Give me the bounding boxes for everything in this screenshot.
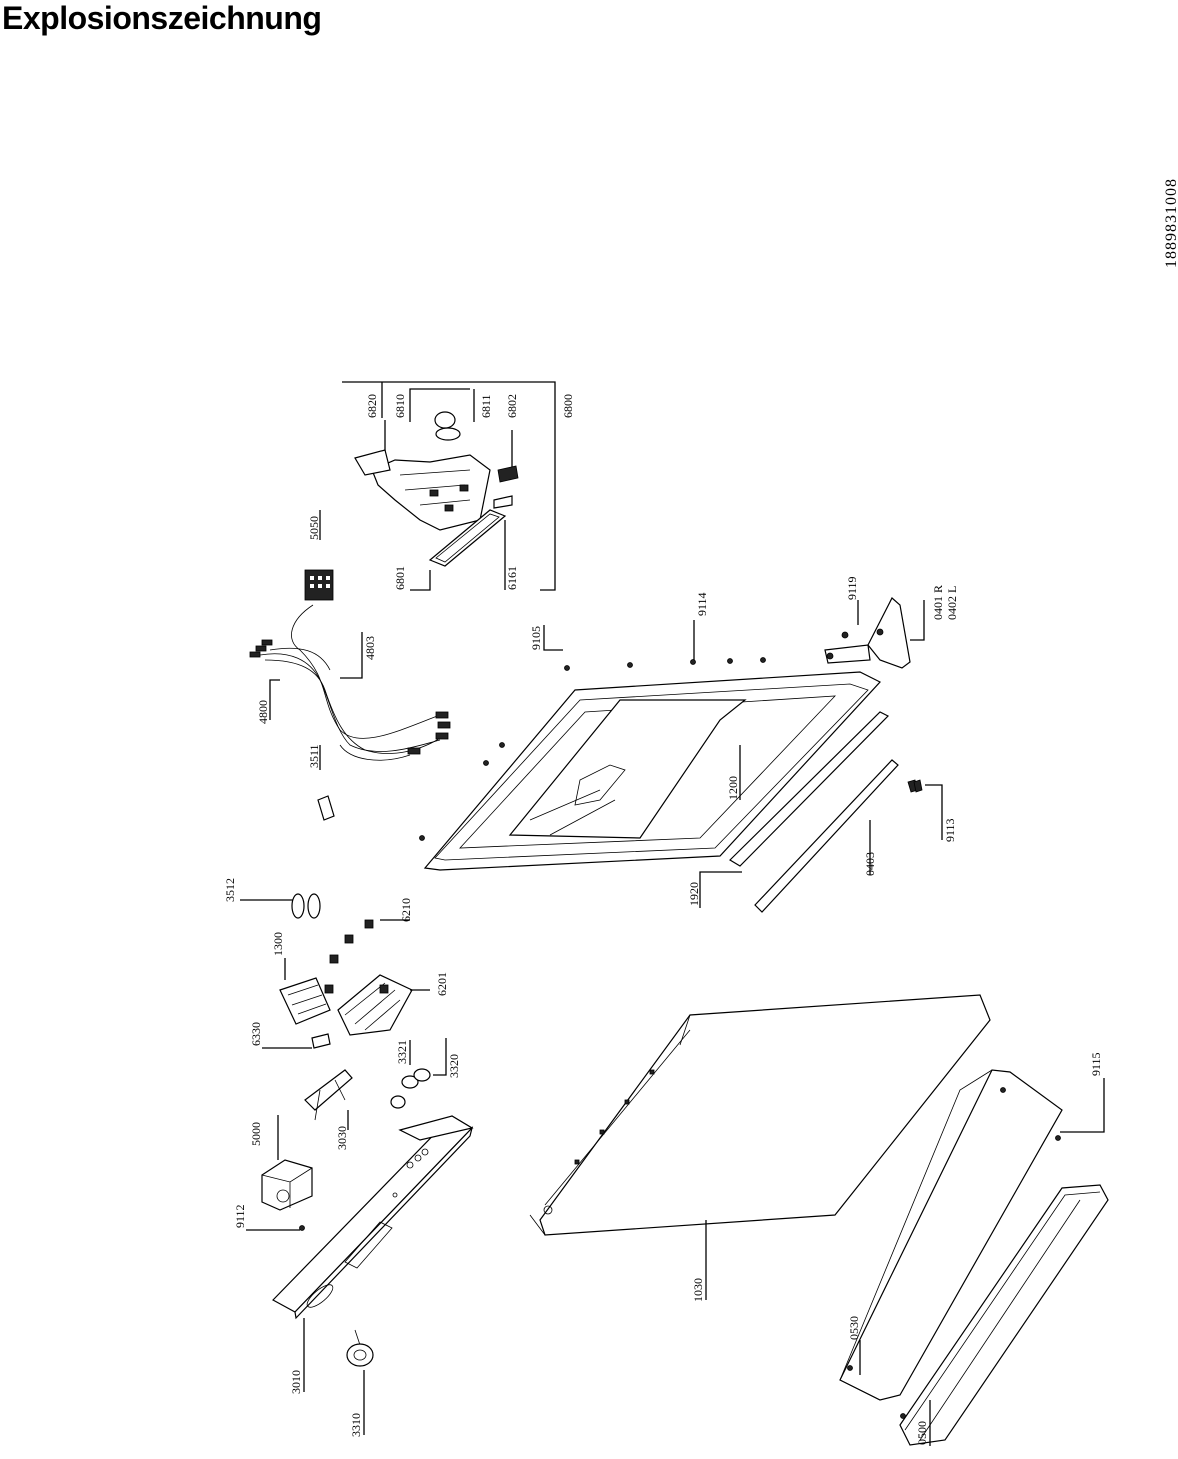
page-title: Explosionszeichnung xyxy=(2,0,322,36)
dispenser-5000: 5000 9112 xyxy=(233,1115,313,1231)
part-label-3512: 3512 xyxy=(223,878,237,902)
part-label-1920: 1920 xyxy=(687,882,701,906)
part-label-1200: 1200 xyxy=(726,776,740,800)
part-label-3010: 3010 xyxy=(289,1370,303,1394)
part-label-0530: 0530 xyxy=(847,1316,861,1340)
part-label-6811: 6811 xyxy=(479,394,493,418)
part-label-3321: 3321 xyxy=(395,1040,409,1064)
strips-group: 1920 0403 9113 xyxy=(687,711,957,913)
hinge-group: 9119 0401 R 0402 L xyxy=(824,576,959,669)
part-label-9105: 9105 xyxy=(529,626,543,650)
part-label-9115: 9115 xyxy=(1089,1052,1103,1076)
module-5050: 5050 xyxy=(304,510,334,601)
part-label-6201: 6201 xyxy=(435,972,449,996)
part-label-0401: 0401 R xyxy=(931,585,945,620)
part-label-6210: 6210 xyxy=(399,898,413,922)
part-label-3511: 3511 xyxy=(307,744,321,768)
part-label-6800: 6800 xyxy=(561,394,575,418)
part-label-9119: 9119 xyxy=(845,576,859,600)
part-label-0500: 0500 xyxy=(915,1421,929,1445)
part-label-5000: 5000 xyxy=(249,1122,263,1146)
control-module-group: 6820 6810 6811 6802 6800 6801 6161 xyxy=(342,381,575,591)
part-label-3030: 3030 xyxy=(335,1126,349,1150)
part-label-1030: 1030 xyxy=(691,1278,705,1302)
part-label-3310: 3310 xyxy=(349,1413,363,1437)
part-label-6801: 6801 xyxy=(393,566,407,590)
part-label-4800: 4800 xyxy=(256,700,270,724)
part-label-9112: 9112 xyxy=(233,1204,247,1228)
part-label-0402: 0402 L xyxy=(945,586,959,620)
outer-door-1030: 1030 xyxy=(529,994,991,1302)
inner-door-1200: 9105 9114 1200 xyxy=(419,592,881,871)
part-label-6330: 6330 xyxy=(249,1022,263,1046)
switches-group: 3512 1300 6210 6201 6330 xyxy=(223,878,449,1049)
part-label-3320: 3320 xyxy=(447,1054,461,1078)
part-label-1300: 1300 xyxy=(271,932,285,956)
cable-harness: 4800 4803 3511 xyxy=(249,604,451,821)
part-label-5050: 5050 xyxy=(307,516,321,540)
panel-0530: 9115 0530 xyxy=(839,1052,1105,1419)
push-rods-group: 3030 3321 3320 xyxy=(304,1038,461,1150)
part-label-9113: 9113 xyxy=(943,818,957,842)
part-label-0403: 0403 xyxy=(863,852,877,876)
kickplate-0500: 0500 xyxy=(899,1184,1109,1446)
part-label-6802: 6802 xyxy=(505,394,519,418)
part-label-6810: 6810 xyxy=(393,394,407,418)
part-label-6820: 6820 xyxy=(365,394,379,418)
part-label-9114: 9114 xyxy=(695,592,709,616)
part-label-6161: 6161 xyxy=(505,566,519,590)
knob-3310: 3310 xyxy=(346,1329,374,1437)
part-label-4803: 4803 xyxy=(363,636,377,660)
control-panel-3010: 3010 xyxy=(272,1115,474,1394)
